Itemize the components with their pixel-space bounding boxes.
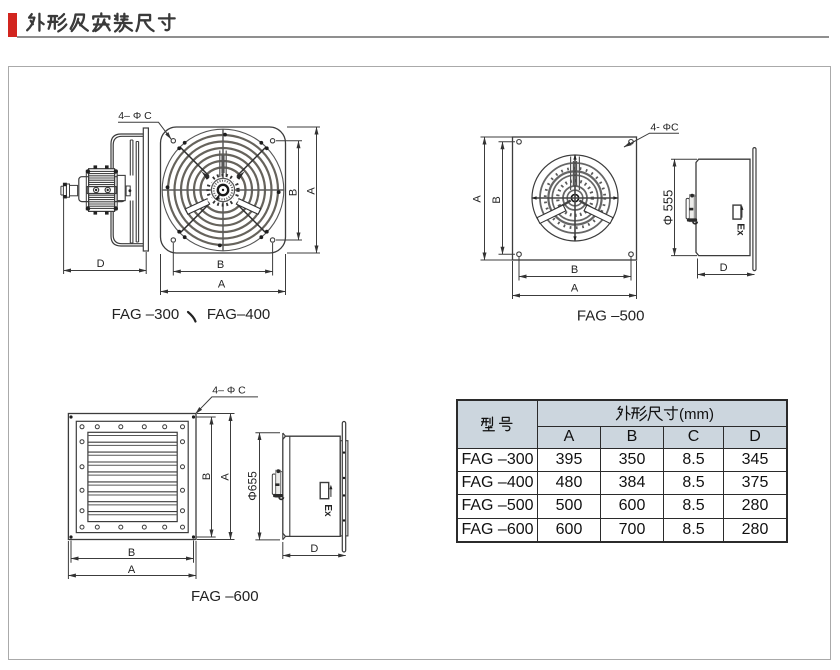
svg-text:A: A [128, 564, 136, 576]
svg-text:B: B [217, 259, 224, 271]
svg-text:D: D [97, 258, 105, 270]
svg-text:D: D [720, 262, 728, 274]
svg-text:FAG –500: FAG –500 [577, 307, 645, 324]
svg-text:B: B [201, 473, 213, 480]
svg-text:B: B [571, 264, 578, 276]
svg-text:(mm): (mm) [679, 406, 714, 423]
svg-text:B: B [128, 547, 135, 559]
svg-text:A: A [306, 187, 318, 195]
svg-text:A: A [571, 282, 579, 294]
svg-text:FAG –600: FAG –600 [191, 588, 259, 605]
svg-text:B: B [288, 189, 300, 196]
svg-text:A: A [220, 473, 232, 481]
svg-text:4– Φ C: 4– Φ C [118, 110, 152, 122]
svg-text:B: B [491, 196, 503, 203]
svg-text:A: A [472, 195, 484, 203]
svg-text:4- ΦC: 4- ΦC [650, 122, 679, 134]
svg-text:Φ 555: Φ 555 [661, 190, 676, 226]
svg-text:4– Φ C: 4– Φ C [212, 385, 246, 397]
svg-text:A: A [218, 279, 226, 291]
svg-text:D: D [310, 543, 318, 555]
svg-text:Φ655: Φ655 [245, 471, 259, 501]
svg-text:Ex: Ex [735, 223, 746, 236]
svg-text:FAG –300: FAG –300 [112, 306, 180, 323]
svg-text:FAG–400: FAG–400 [207, 306, 270, 323]
svg-text:Ex: Ex [322, 504, 333, 517]
